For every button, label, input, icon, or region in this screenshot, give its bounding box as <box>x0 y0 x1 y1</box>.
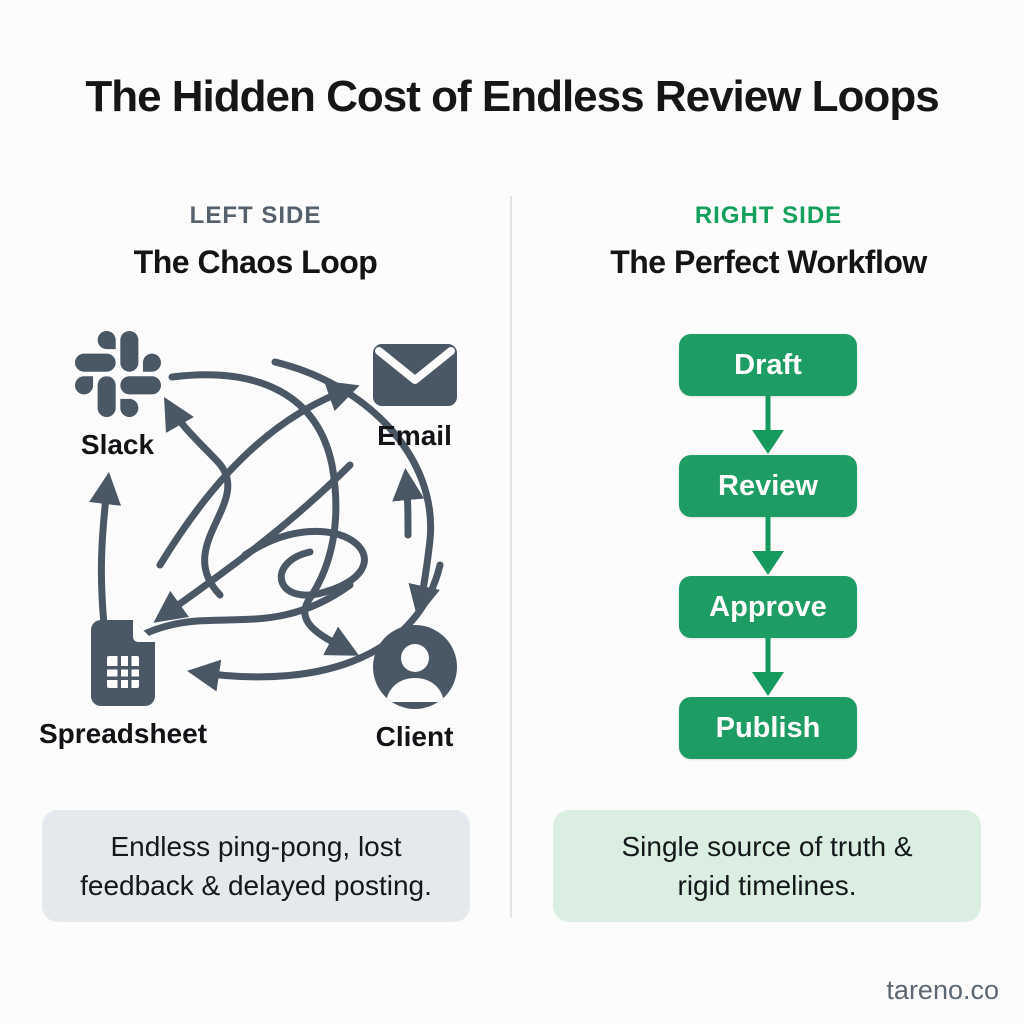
step-publish: Publish <box>679 697 857 759</box>
step-review: Review <box>679 455 857 517</box>
node-label-spreadsheet: Spreadsheet <box>38 718 208 749</box>
spreadsheet-icon <box>91 620 155 706</box>
right-panel-eyebrow: RIGHT SIDE <box>694 202 843 229</box>
node-slack: Slack <box>55 331 180 461</box>
left-caption: Endless ping-pong, lost feedback & delay… <box>42 810 470 922</box>
step-draft: Draft <box>679 334 857 396</box>
down-arrow-icon <box>752 638 784 696</box>
right-caption: Single source of truth & rigid timelines… <box>553 810 981 922</box>
node-label-client: Client <box>375 721 454 752</box>
email-icon <box>372 344 457 406</box>
panel-divider <box>510 196 512 918</box>
page-title: The Hidden Cost of Endless Review Loops <box>85 72 939 121</box>
watermark: tareno.co <box>886 975 999 1005</box>
client-icon <box>372 625 457 709</box>
node-label-slack: Slack <box>80 429 155 460</box>
node-email: Email <box>352 342 477 452</box>
slack-icon <box>74 331 161 417</box>
down-arrow-icon <box>752 396 784 454</box>
node-client: Client <box>352 625 477 753</box>
down-arrow-icon <box>752 517 784 575</box>
node-label-email: Email <box>377 420 452 451</box>
workflow-steps: Draft Review Approve Publish <box>658 334 878 759</box>
left-panel-heading: The Chaos Loop <box>133 244 378 280</box>
left-panel-eyebrow: LEFT SIDE <box>189 202 322 229</box>
node-spreadsheet: Spreadsheet <box>13 620 233 750</box>
right-panel-heading: The Perfect Workflow <box>610 244 927 280</box>
step-approve: Approve <box>679 576 857 638</box>
chaos-arrows <box>89 358 444 692</box>
